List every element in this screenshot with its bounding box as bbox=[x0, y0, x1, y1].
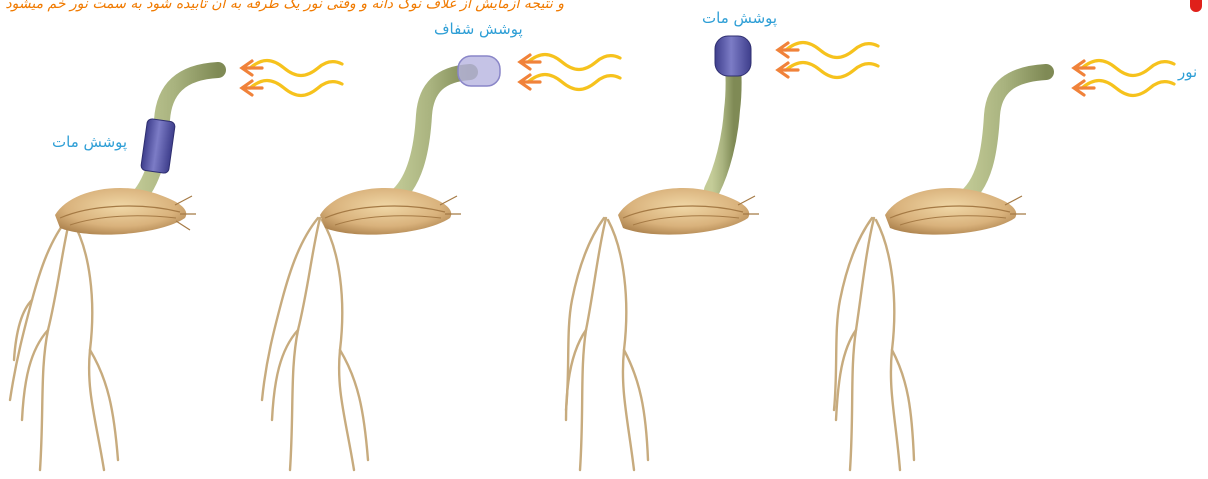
label-clear-cover: پوشش شفاف bbox=[434, 20, 523, 38]
mat-cap-cover bbox=[715, 36, 751, 76]
mat-sleeve-cover bbox=[141, 118, 176, 173]
plant-control bbox=[834, 61, 1174, 471]
plant-tip-mat bbox=[566, 36, 878, 470]
red-corner-mark bbox=[1190, 0, 1202, 12]
clear-cap-cover bbox=[458, 56, 500, 86]
seed bbox=[55, 188, 196, 235]
roots bbox=[566, 218, 648, 470]
label-sleeve-mat: پوشش مات bbox=[52, 133, 127, 151]
roots bbox=[262, 218, 368, 470]
light-rays bbox=[242, 61, 342, 96]
seed bbox=[885, 188, 1026, 235]
light-rays bbox=[1074, 61, 1174, 96]
seed bbox=[618, 188, 759, 235]
roots bbox=[834, 218, 914, 470]
label-light: نور bbox=[1178, 63, 1197, 81]
seed bbox=[320, 188, 461, 235]
stem bbox=[392, 72, 470, 200]
light-rays bbox=[778, 43, 878, 78]
stem bbox=[130, 70, 218, 205]
light-rays bbox=[520, 55, 620, 90]
roots bbox=[10, 218, 118, 470]
label-cap-mat: پوشش مات bbox=[702, 9, 777, 27]
stem bbox=[962, 72, 1046, 200]
handwritten-note: و نتیجه آزمایش از غلاف نوک دانه و وقتی ن… bbox=[4, 0, 564, 12]
stem bbox=[712, 62, 734, 190]
